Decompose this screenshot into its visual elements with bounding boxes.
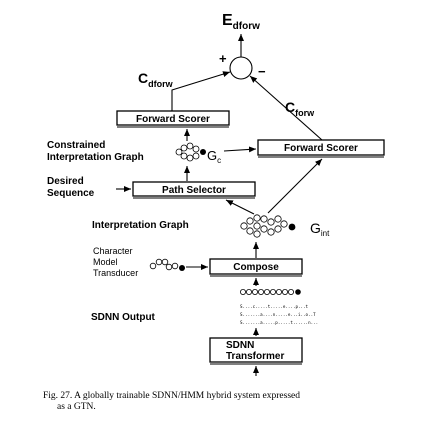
- char-model-line1: Character: [93, 246, 133, 256]
- path-selector-label: Path Selector: [162, 185, 226, 196]
- plus-sign: +: [219, 51, 227, 66]
- caption-line2: as a GTN.: [57, 402, 96, 412]
- c-dforw-label: Cdforw: [138, 70, 174, 89]
- desired-label-line1: Desired: [47, 176, 84, 187]
- interpretation-graph-icon: [240, 214, 296, 238]
- g-c-label: Gc: [207, 148, 221, 165]
- sdnn-transformer-line1: SDNN: [226, 340, 254, 351]
- compose-box: [209, 258, 303, 275]
- minus-sign: −: [258, 64, 266, 79]
- char-model-line3: Transducer: [93, 268, 138, 278]
- forward-scorer-left-box: [116, 110, 230, 126]
- compose-label: Compose: [233, 262, 279, 273]
- char-model-icon: [149, 258, 185, 271]
- sdnn-output-graph-icon: [239, 288, 301, 295]
- sdnn-output-row-1: S....c.....t.....e....p...t: [240, 304, 309, 309]
- gint-to-forward-scorer-arrow: [267, 158, 323, 214]
- gc-to-forward-right-arrow: [223, 146, 257, 153]
- c-dforw-arrow: [171, 71, 231, 111]
- subtraction-node: [229, 56, 253, 80]
- sdnn-output-row-3: S.......a.....p.....t......n...: [240, 320, 318, 325]
- path-selector-box: [132, 181, 256, 197]
- constrained-graph-icon: [175, 142, 206, 162]
- sdnn-transformer-line2: Transformer: [226, 351, 284, 362]
- output-e-label: Edforw: [222, 12, 260, 32]
- sdnn-output-row-2: S.......a....n.....e...i..o..T: [240, 312, 316, 317]
- forward-scorer-right-label: Forward Scorer: [284, 143, 358, 154]
- c-forw-label: Cforw: [285, 99, 315, 118]
- char-model-line2: Model: [93, 257, 118, 267]
- constrained-label-line2: Interpretation Graph: [47, 152, 144, 163]
- forward-scorer-right-box: [257, 139, 385, 156]
- sdnn-output-label: SDNN Output: [91, 312, 156, 323]
- gint-to-path-selector-arrow: [225, 199, 255, 215]
- forward-scorer-left-label: Forward Scorer: [136, 114, 210, 125]
- desired-label-line2: Sequence: [47, 188, 95, 199]
- interpretation-graph-label: Interpretation Graph: [92, 220, 189, 231]
- c-forw-arrow: [249, 75, 323, 141]
- sdnn-transformer-box: [209, 337, 303, 363]
- g-int-label: Gint: [310, 220, 330, 238]
- caption-line1: Fig. 27. A globally trainable SDNN/HMM h…: [43, 391, 300, 401]
- constrained-label-line1: Constrained: [47, 140, 105, 151]
